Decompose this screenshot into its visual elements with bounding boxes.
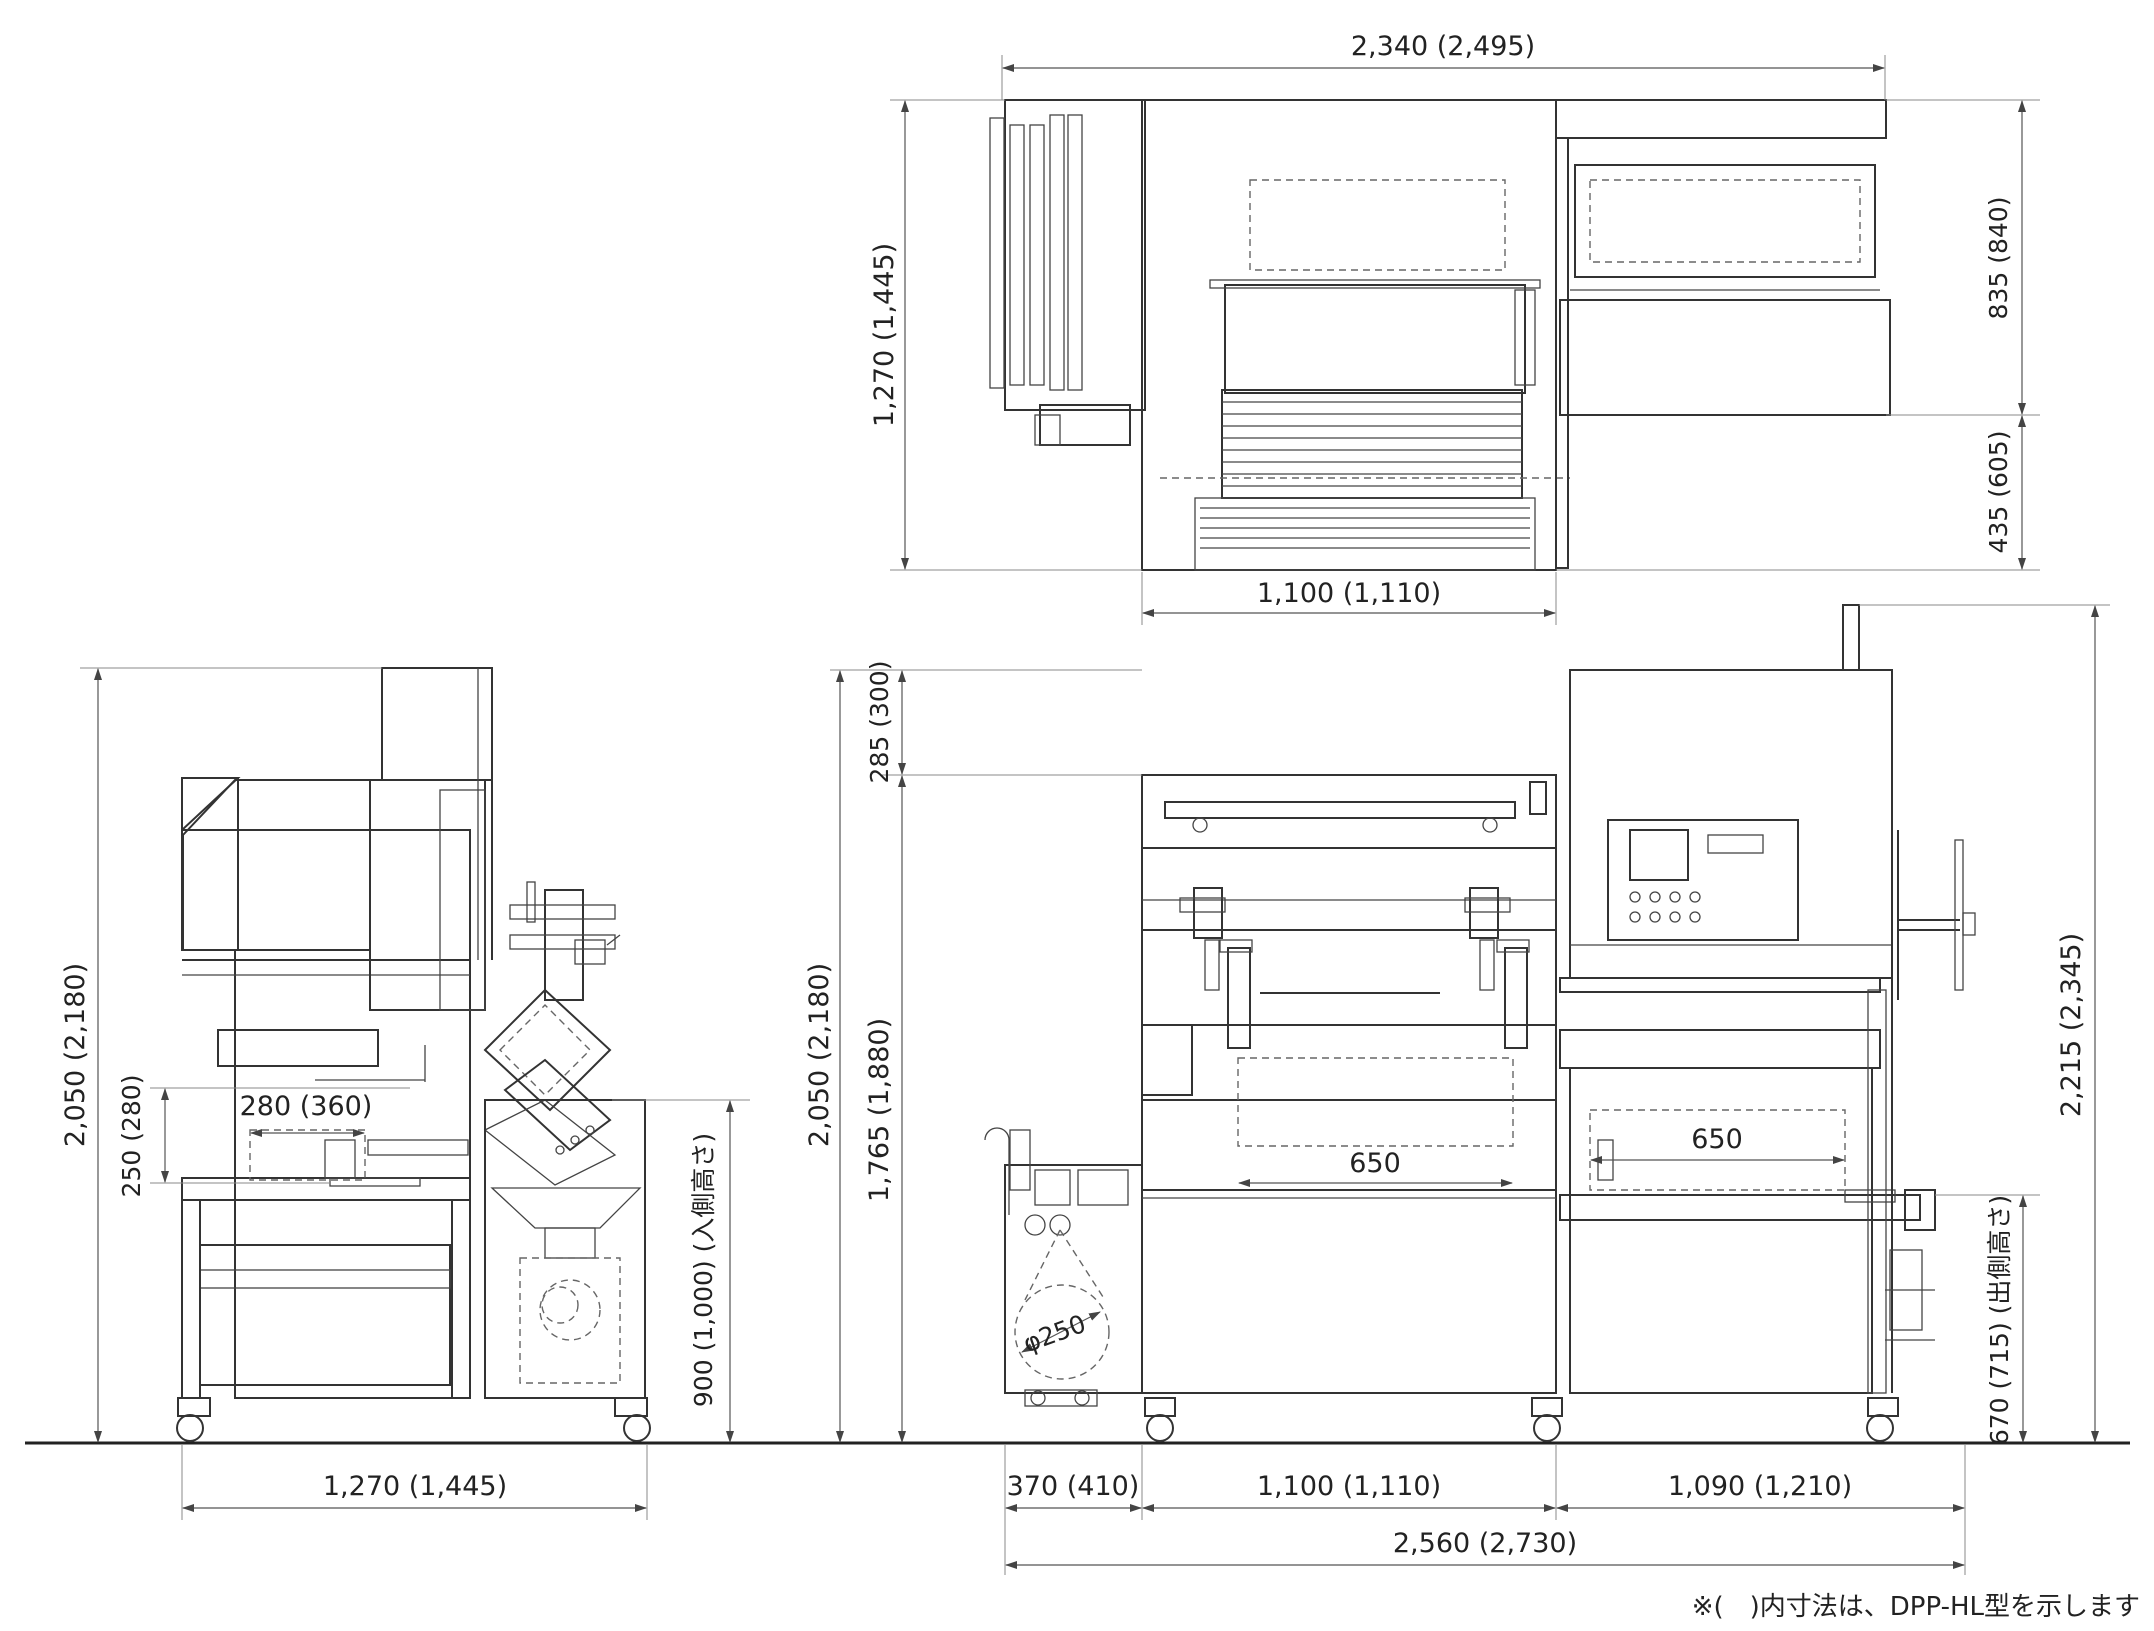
dim-top-right-upper: 835 (840): [1984, 197, 2013, 320]
dim-side-inner-width: 280 (360): [240, 1091, 373, 1122]
front-control-unit: [1559, 604, 1976, 1442]
front-view: φ250: [804, 604, 2110, 1575]
dim-front-chamber2: 650: [1691, 1124, 1743, 1155]
dim-top-right-lower: 435 (605): [1984, 431, 2013, 554]
dim-front-roll-dia: φ250: [1019, 1309, 1089, 1358]
side-infeed-head: [483, 881, 621, 1186]
top-roller-unit: [989, 99, 1146, 446]
dim-side-height: 2,050 (2,180): [60, 963, 91, 1147]
dim-side-infeed-height: 900 (1,000) (入側高さ): [689, 1133, 718, 1407]
dim-side-opening: 250 (280): [117, 1075, 146, 1198]
dim-front-outfeed-height: 670 (715) (出側高さ): [1985, 1195, 2014, 1445]
dim-side-base-width: 1,270 (1,445): [323, 1471, 507, 1502]
dim-top-body-width: 1,100 (1,110): [1257, 578, 1441, 609]
dim-front-center: 1,100 (1,110): [1257, 1471, 1441, 1502]
top-view: 2,340 (2,495) 1,270 (1,445) 835 (840) 43…: [869, 31, 2040, 625]
dim-top-width: 2,340 (2,495): [1351, 31, 1535, 62]
dim-front-body-height: 1,765 (1,880): [864, 1018, 895, 1202]
dim-front-max-height: 2,215 (2,345): [2056, 933, 2087, 1117]
dim-front-left: 370 (410): [1007, 1471, 1140, 1502]
front-unwind-stand: φ250: [984, 1127, 1143, 1407]
top-discharge: [1555, 99, 1891, 569]
dim-top-depth: 1,270 (1,445): [869, 243, 900, 427]
dim-front-total-height: 2,050 (2,180): [804, 963, 835, 1147]
dim-front-right: 1,090 (1,210): [1668, 1471, 1852, 1502]
dim-front-total-width: 2,560 (2,730): [1393, 1528, 1577, 1559]
top-main-body: [1141, 99, 1885, 571]
footnote: ※( )内寸法は、DPP-HL型を示します: [1692, 1592, 2140, 1622]
side-view: 2,050 (2,180) 250 (280) 280 (360) 900 (1…: [60, 667, 750, 1520]
dim-front-top-offset: 285 (300): [865, 661, 894, 784]
dim-front-chamber1: 650: [1349, 1148, 1401, 1179]
front-main-chamber: [1141, 774, 1563, 1442]
